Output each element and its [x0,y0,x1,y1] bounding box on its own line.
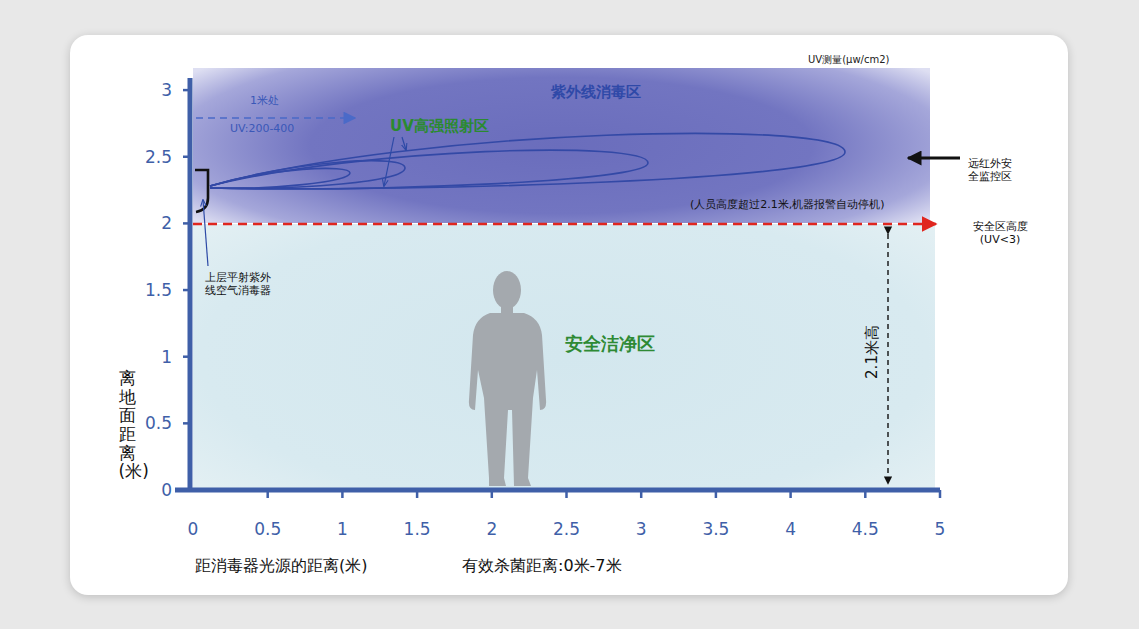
device-note: 上层平射紫外线空气消毒器 [205,271,273,297]
range-note: 有效杀菌距离:0米-7米 [462,556,622,575]
x-tick-label: 5 [935,519,946,539]
leader-line [402,137,406,150]
x-tick-label: 0.5 [254,519,281,539]
axis-tick [183,422,190,425]
leader-line [384,137,394,186]
distance-note: 1米处 [250,94,279,107]
safe-height-line [193,223,936,226]
y-tick-label: 1.5 [145,280,172,300]
safe-height-note: 安全区高度 (UV<3) [967,220,1033,246]
y-axis [188,78,193,492]
x-axis-title: 距消毒器光源的距离(米) [195,556,367,575]
axis-tick [183,355,190,358]
zone-callout: UV高强照射区 [390,117,489,135]
axis-tick [183,89,190,92]
x-tick-label: 1.5 [404,519,431,539]
safe-clean-band: 安全洁净区 [193,224,935,490]
y-tick-label: 1 [161,347,172,367]
uv-lobe [210,168,350,188]
uv-lobe [210,161,405,189]
y-axis-title: 离地面距离(米) [119,369,136,481]
axis-tick [640,490,643,498]
axis-ticks [183,90,940,498]
axis-tick [565,490,568,498]
axis-tick [266,490,269,498]
distance-arrow [196,117,355,119]
x-axis [175,488,940,493]
height-dimension [887,234,888,484]
uv-lobe [210,133,845,188]
y-tick-label: 2 [161,213,172,233]
uv-value-note: UV:200-400 [230,122,294,135]
x-tick-label: 4.5 [852,519,879,539]
uv-lobe [210,150,648,189]
axis-tick [183,222,190,225]
x-tick-label: 2 [486,519,497,539]
uv-beams [210,133,845,188]
y-tick-label: 0.5 [145,413,172,433]
x-tick-label: 2.5 [553,519,580,539]
axis-tick [183,289,190,292]
unit-note: UV测量(μw/cm2) [808,54,889,66]
height-dimension-label: 2.1米高 [863,323,881,381]
axis-tick [491,490,494,498]
axis-tick [715,490,718,498]
x-tick-label: 3.5 [702,519,729,539]
x-tick-label: 3 [636,519,647,539]
leader-line [203,200,208,266]
monitor-note: 远红外安全监控区 [968,157,1015,183]
axis-tick [183,156,190,159]
person-silhouette [469,271,546,486]
zone-title: 安全洁净区 [565,332,655,356]
axis-tick [789,490,792,498]
axis-tick [939,490,942,498]
alarm-note: (人员高度超过2.1米,机器报警自动停机) [690,198,885,211]
y-tick-label: 0 [161,480,172,500]
zone-title: 紫外线消毒区 [551,83,641,102]
y-tick-label: 2.5 [145,147,172,167]
x-tick-label: 0 [188,519,199,539]
axis-tick [341,490,344,498]
monitor-arrow [908,157,960,160]
x-tick-label: 1 [337,519,348,539]
axis-tick [864,490,867,498]
axis-tick [416,490,419,498]
disinfector-device [195,170,208,212]
x-tick-label: 4 [785,519,796,539]
y-tick-label: 3 [161,80,172,100]
